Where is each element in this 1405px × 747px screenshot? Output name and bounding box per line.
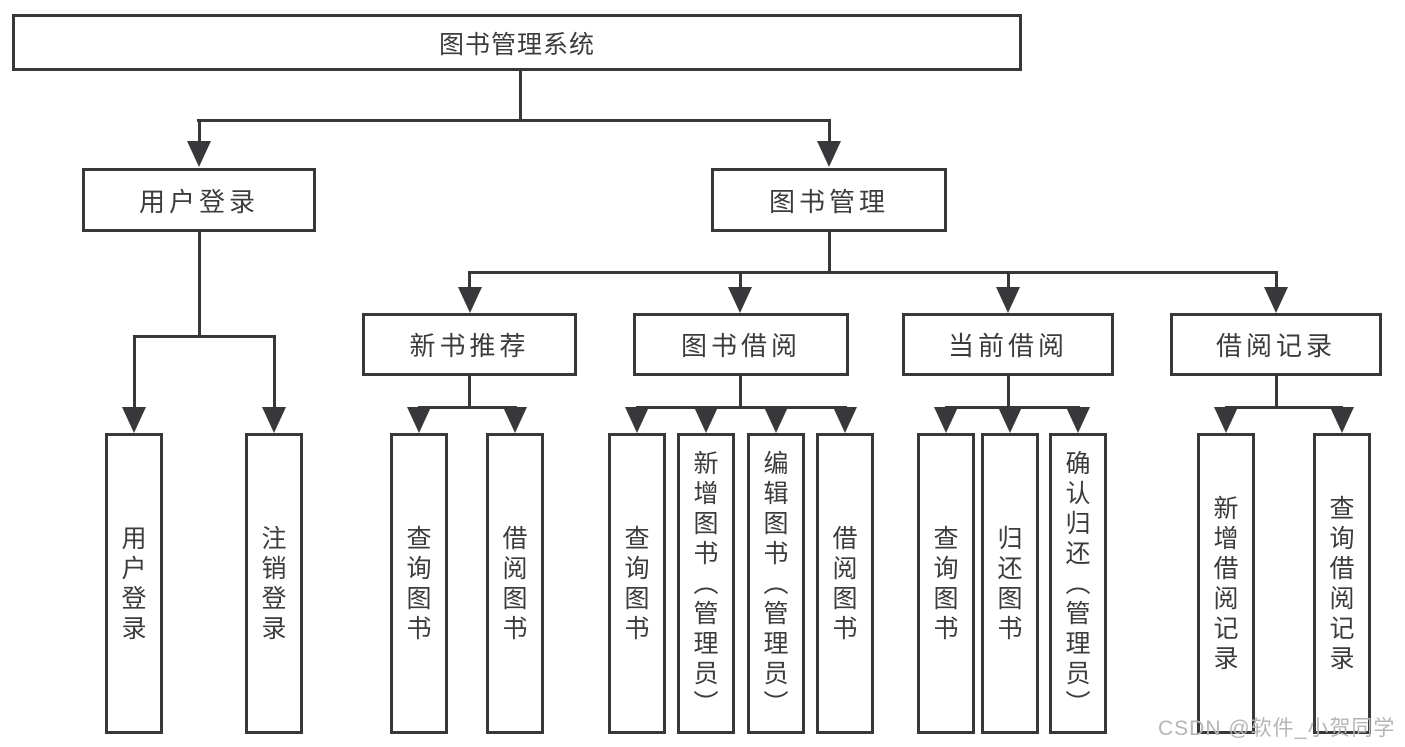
leaf-query-books-recommend: 查询图书	[390, 433, 448, 734]
node-label: 确认归还︵管理员︶	[1065, 449, 1091, 718]
node-label: 图书借阅	[680, 331, 801, 361]
node-label: 注销登录	[261, 524, 287, 643]
arrowhead-down-icon	[1066, 407, 1090, 433]
node-label: 借阅图书	[502, 524, 528, 643]
node-current-borrowing: 当前借阅	[902, 313, 1114, 376]
node-label: 当前借阅	[947, 331, 1068, 361]
connector-user-bar	[132, 335, 276, 338]
node-label: 新增借阅记录	[1213, 494, 1239, 673]
node-label: 图书管理	[768, 186, 889, 217]
arrowhead-down-icon	[996, 287, 1020, 313]
connector-l3-drop	[1006, 271, 1010, 291]
connector-root-stem	[519, 71, 522, 119]
node-label: 新增图书︵管理员︶	[693, 449, 719, 718]
leaf-query-books-borrowing: 查询图书	[608, 433, 666, 734]
connector-recommend-stem	[468, 376, 471, 406]
connector-l3-drop	[468, 271, 471, 291]
arrowhead-down-icon	[1214, 407, 1238, 433]
node-borrowing-records: 借阅记录	[1170, 313, 1382, 376]
leaf-return-book: 归还图书	[981, 433, 1039, 734]
connector-records-bar	[1225, 406, 1343, 409]
connector-level3-bar	[468, 271, 1278, 274]
connector-l3-drop	[1274, 271, 1278, 291]
connector-current-stem	[1006, 376, 1010, 406]
node-root-library-system: 图书管理系统	[12, 14, 1022, 71]
arrowhead-down-icon	[694, 407, 718, 433]
arrowhead-down-icon	[1330, 407, 1354, 433]
connector-borrow-bar	[635, 406, 847, 409]
connector-book-mgmt-drop	[827, 119, 831, 145]
arrowhead-down-icon	[457, 287, 482, 313]
arrowhead-down-icon	[262, 407, 286, 433]
arrowhead-down-icon	[407, 407, 431, 433]
connector-user-leaf-drop	[132, 335, 136, 410]
leaf-query-books-current: 查询图书	[917, 433, 975, 734]
node-label: 图书管理系统	[438, 30, 595, 59]
node-label: 归还图书	[997, 524, 1023, 643]
leaf-edit-book-admin: 编辑图书︵管理员︶	[747, 433, 805, 734]
arrowhead-down-icon	[625, 407, 649, 433]
leaf-borrow-books-borrowing: 借阅图书	[816, 433, 874, 734]
connector-l3-drop	[738, 271, 742, 291]
node-label: 新书推荐	[409, 331, 530, 361]
leaf-query-borrow-record: 查询借阅记录	[1313, 433, 1371, 734]
connector-level1-bar	[197, 119, 831, 122]
node-label: 查询图书	[406, 524, 432, 643]
arrowhead-down-icon	[817, 141, 841, 167]
arrowhead-down-icon	[833, 407, 857, 433]
arrowhead-down-icon	[1264, 287, 1288, 313]
connector-records-stem	[1274, 376, 1278, 406]
csdn-watermark: CSDN @软件_小贺同学	[1158, 717, 1396, 740]
connector-mgmt-stem	[827, 232, 831, 274]
node-label: 用户登录	[138, 186, 259, 217]
arrowhead-down-icon	[728, 287, 752, 313]
node-label: 查询图书	[624, 524, 650, 643]
arrowhead-down-icon	[122, 407, 146, 433]
arrowhead-down-icon	[503, 407, 527, 433]
connector-borrow-stem	[738, 376, 742, 406]
connector-user-leaf-drop	[272, 335, 276, 410]
arrowhead-down-icon	[934, 407, 958, 433]
leaf-user-login: 用户登录	[105, 433, 163, 734]
node-label: 编辑图书︵管理员︶	[763, 449, 789, 718]
node-label: 查询借阅记录	[1329, 494, 1355, 673]
leaf-borrow-books-recommend: 借阅图书	[486, 433, 544, 734]
node-label: 查询图书	[933, 524, 959, 643]
leaf-confirm-return-admin: 确认归还︵管理员︶	[1049, 433, 1107, 734]
node-label: 用户登录	[121, 524, 147, 643]
connector-recommend-bar	[417, 406, 517, 409]
node-label: 借阅图书	[832, 524, 858, 643]
connector-user-stem	[197, 232, 201, 335]
connector-user-login-drop	[197, 119, 201, 145]
leaf-logout: 注销登录	[245, 433, 303, 734]
node-new-book-recommendation: 新书推荐	[362, 313, 577, 376]
arrowhead-down-icon	[998, 407, 1022, 433]
node-user-login: 用户登录	[82, 168, 316, 232]
arrowhead-down-icon	[187, 141, 211, 167]
node-label: 借阅记录	[1215, 331, 1336, 361]
node-book-management: 图书管理	[711, 168, 947, 232]
leaf-add-book-admin: 新增图书︵管理员︶	[677, 433, 735, 734]
leaf-add-borrow-record: 新增借阅记录	[1197, 433, 1255, 734]
arrowhead-down-icon	[764, 407, 788, 433]
node-book-borrowing: 图书借阅	[633, 313, 849, 376]
